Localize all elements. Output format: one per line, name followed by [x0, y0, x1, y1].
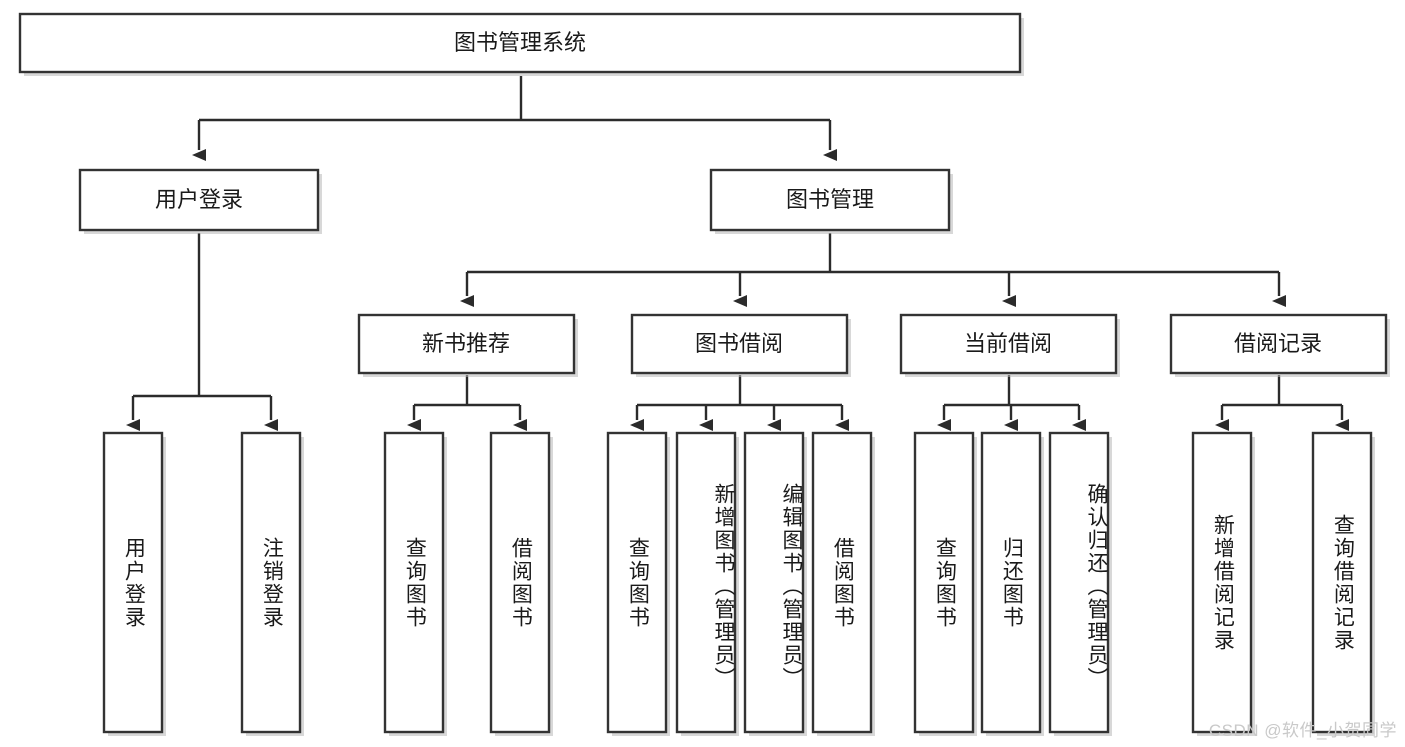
leaf-book-borrow-3-rect[interactable] [811, 431, 873, 734]
node-book-management-rect[interactable] [709, 168, 951, 232]
node-book-borrow-rect[interactable] [630, 313, 849, 375]
leaf-borrow-records-1-rect[interactable] [1311, 431, 1373, 734]
node-borrow-records-label: 借阅记录 [1234, 331, 1322, 356]
node-root-rect[interactable] [18, 12, 1022, 74]
leaf-book-borrow-2[interactable] [743, 431, 807, 736]
connector-group-root [192, 76, 837, 161]
node-new-book-recommend-label: 新书推荐 [422, 331, 510, 356]
leaf-new-book-1-rect[interactable] [489, 431, 551, 734]
node-borrow-records[interactable]: 借阅记录 [1169, 313, 1390, 377]
leaf-book-borrow-1[interactable] [675, 431, 739, 736]
node-root[interactable]: 图书管理系统 [18, 12, 1024, 76]
node-book-management[interactable]: 图书管理 [709, 168, 953, 234]
node-book-borrow[interactable]: 图书借阅 [630, 313, 851, 377]
leaf-user-login-1[interactable] [240, 431, 304, 736]
node-user-login-rect[interactable] [78, 168, 320, 232]
leaf-user-login-0[interactable] [102, 431, 166, 736]
watermark-credit: CSDN @软件_小贺同学 [1208, 721, 1397, 740]
leaf-new-book-0-rect[interactable] [383, 431, 445, 734]
leaf-current-borrow-1[interactable] [980, 431, 1044, 736]
leaf-current-borrow-0-rect[interactable] [913, 431, 975, 734]
node-new-book-recommend[interactable]: 新书推荐 [357, 313, 578, 377]
connector-group-book-mgmt [460, 233, 1286, 307]
leaf-new-book-1[interactable] [489, 431, 553, 736]
node-borrow-records-rect[interactable] [1169, 313, 1388, 375]
leaf-user-login-0-rect[interactable] [102, 431, 164, 734]
node-book-management-label: 图书管理 [786, 187, 874, 212]
leaf-book-borrow-2-rect[interactable] [743, 431, 805, 734]
leaf-user-login-1-rect[interactable] [240, 431, 302, 734]
connector-group-book-borrow [630, 375, 849, 431]
node-current-borrow-rect[interactable] [899, 313, 1118, 375]
leaf-current-borrow-2-rect[interactable] [1048, 431, 1110, 734]
leaf-book-borrow-1-rect[interactable] [675, 431, 737, 734]
leaf-current-borrow-1-rect[interactable] [980, 431, 1042, 734]
connector-group-user-login [126, 233, 278, 431]
leaf-current-borrow-0[interactable] [913, 431, 977, 736]
node-current-borrow[interactable]: 当前借阅 [899, 313, 1120, 377]
leaf-book-borrow-3[interactable] [811, 431, 875, 736]
node-user-login-label: 用户登录 [155, 187, 243, 212]
node-book-borrow-label: 图书借阅 [695, 331, 783, 356]
connector-group-new-book [407, 375, 527, 431]
node-user-login[interactable]: 用户登录 [78, 168, 322, 234]
node-root-label: 图书管理系统 [454, 30, 586, 55]
leaf-new-book-0[interactable] [383, 431, 447, 736]
leaf-borrow-records-0[interactable] [1191, 431, 1255, 736]
leaf-book-borrow-0-rect[interactable] [606, 431, 668, 734]
node-new-book-recommend-rect[interactable] [357, 313, 576, 375]
connector-group-borrow-records [1215, 375, 1349, 431]
connector-group-current-borrow [937, 375, 1086, 431]
leaf-borrow-records-0-rect[interactable] [1191, 431, 1253, 734]
leaf-current-borrow-2[interactable] [1048, 431, 1112, 736]
node-current-borrow-label: 当前借阅 [964, 331, 1052, 356]
leaf-book-borrow-0[interactable] [606, 431, 670, 736]
leaf-borrow-records-1[interactable] [1311, 431, 1375, 736]
